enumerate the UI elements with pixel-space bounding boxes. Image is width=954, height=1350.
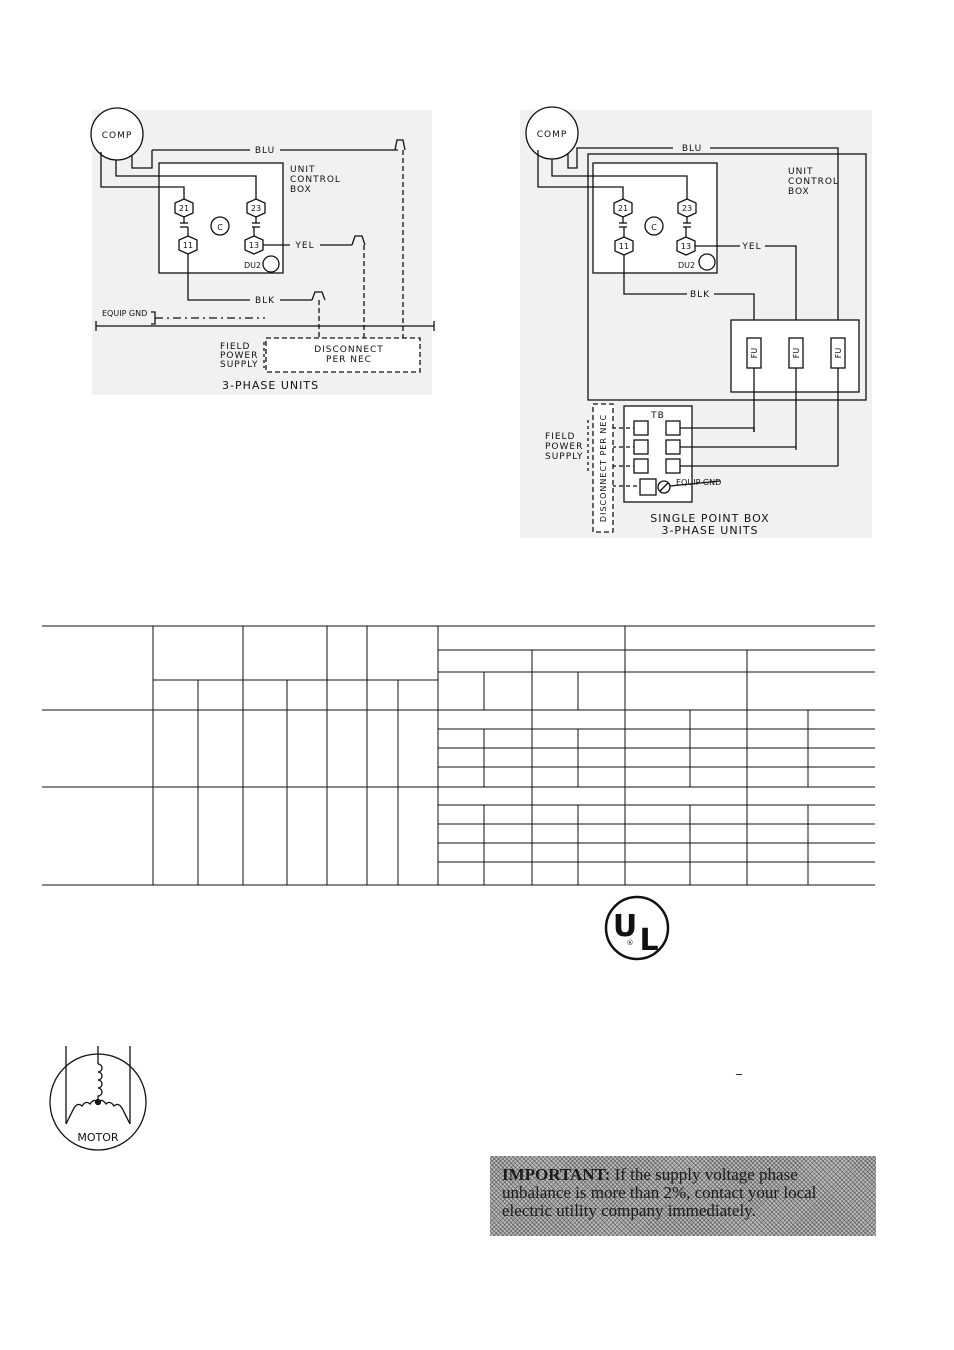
wire-blk-label-right: BLK [690,290,710,300]
ucb-r-line-2: CONTROL [788,177,839,187]
right-wiring-diagram [525,106,867,533]
t13-label-right: 13 [681,242,691,251]
t21-label-right: 21 [618,204,628,213]
du2-label: DU2 [244,261,261,270]
t11-label-right: 11 [619,242,629,251]
wire-yel-label-right: YEL [741,242,761,252]
important-notice: IMPORTANT: If the supply voltage phase u… [490,1156,876,1236]
terminal-c [210,216,230,236]
unit-outer-box [587,153,867,401]
wire-blu-label: BLU [255,146,275,156]
t23-label-right: 23 [682,204,692,213]
ucb-line-2: CONTROL [290,175,341,185]
terminal-13-right [676,236,696,256]
motor-symbol [49,1046,147,1151]
fps-r-line-1: FIELD [545,432,575,442]
wire-blk-label: BLK [255,296,275,306]
tc-label-right: C [651,223,657,232]
important-lead: IMPORTANT: [502,1165,611,1184]
wire-yel-label: YEL [294,241,314,251]
spec-table-grid [42,625,875,886]
terminal-13 [244,235,264,255]
right-caption-line-1: SINGLE POINT BOX [650,512,769,525]
left-diagram-labels: COMP BLU UNIT CONTROL BOX 21 23 C 11 13 … [102,131,384,392]
motor-label: MOTOR [77,1131,119,1144]
ucb-line-1: UNIT [290,165,315,175]
comp-label-right: COMP [537,130,568,140]
left-wiring-diagram [90,107,435,373]
right-diagram-labels: COMP BLU UNIT CONTROL BOX 21 23 C 11 13 … [537,130,843,537]
wire-blu-label-right: BLU [682,144,702,154]
ucb-r-line-3: BOX [788,187,810,197]
disconnect-line-1: DISCONNECT [314,345,384,355]
underscore-mark: _ [735,1061,743,1075]
equip-gnd-label-right: EQUIP GND [676,478,721,487]
fps-line-3: SUPPLY [220,360,258,370]
du2-circle [262,255,280,273]
du2-circle-right [698,253,716,271]
tc-label: C [217,223,223,232]
left-caption: 3-PHASE UNITS [222,379,319,392]
tb-label: TB [650,411,665,421]
disconnect-box-right [592,403,614,533]
fps-line-2: POWER [220,351,258,361]
fuse-1-label: FU [750,348,759,359]
fps-r-line-2: POWER [545,442,583,452]
ul-l-letter: L [639,923,658,958]
equip-gnd-label: EQUIP GND [102,309,147,318]
right-caption-line-2: 3-PHASE UNITS [661,524,758,537]
terminal-c-right [644,216,664,236]
important-text: If the supply voltage phase unbalance is… [502,1165,817,1220]
t13-label: 13 [249,241,259,250]
ul-registered-mark: ® [627,939,634,947]
fps-line-1: FIELD [220,342,250,352]
disconnect-label-right: DISCONNECT PER NEC [599,414,608,522]
ul-u-letter: U [613,909,637,944]
ucb-line-3: BOX [290,185,312,195]
compressor-circle [90,107,144,161]
comp-label: COMP [102,131,133,141]
disconnect-box [265,337,421,373]
unit-control-box [158,162,284,274]
du2-label-right: DU2 [678,261,695,270]
fuse-3-label: FU [834,348,843,359]
t11-label: 11 [183,241,193,250]
fuse-2-label: FU [792,348,801,359]
ucb-r-line-1: UNIT [788,167,813,177]
fps-r-line-3: SUPPLY [545,452,583,462]
t21-label: 21 [179,204,189,213]
t23-label: 23 [251,204,261,213]
ul-listing-mark: U L ® [604,895,670,961]
disconnect-line-2: PER NEC [326,355,372,365]
